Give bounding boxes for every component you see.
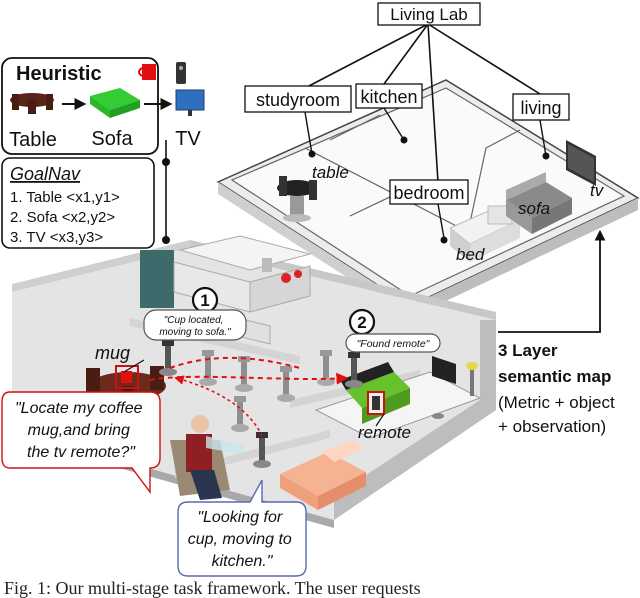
kitchen-box (355, 83, 423, 109)
studyroom-label: studyroom (256, 90, 340, 110)
living-box (512, 93, 570, 121)
bubble-found-remote-text: "Found remote" (357, 338, 431, 350)
bubble-looking-text: "Looking for cup, moving to kitchen." (188, 509, 297, 570)
heuristic-table-icon (10, 93, 54, 114)
studyroom-box (244, 85, 352, 113)
living-lab-label: Living Lab (390, 5, 468, 24)
upper-sofa-label: sofa (518, 199, 550, 218)
living-lab-tree (304, 23, 550, 244)
bubble-looking (177, 479, 307, 577)
heuristic-mug-icon (138, 64, 156, 80)
bubble-cup-located (143, 309, 247, 341)
bubble-user-request-text: "Locate my coffee mug,and bring the tv r… (15, 400, 147, 461)
heuristic-label-table: Table (9, 129, 57, 151)
goalnav-item-3: 3. TV <x3,y3> (10, 229, 103, 246)
step-1-number: 1 (200, 291, 209, 310)
upper-sofa-icon (506, 172, 572, 234)
map-legend-arrow (498, 229, 606, 333)
figure-caption: Fig. 1: Our multi-stage task framework. … (4, 578, 421, 598)
goalnav-item-2: 2. Sofa <x2,y2> (10, 209, 115, 226)
lower-bed (280, 440, 366, 510)
trajectory-to-remote (149, 372, 349, 385)
trajectory-to-mug (169, 356, 301, 369)
goalnav-item-1: 1. Table <x1,y1> (10, 189, 120, 206)
robot-trail (159, 340, 363, 468)
map-legend-desc: (Metric + object + observation) (498, 393, 619, 436)
goalnav-panel (1, 157, 155, 249)
living-lab-box (377, 2, 481, 26)
goalnav-title: GoalNav (10, 164, 81, 184)
heuristic-label-tv: TV (175, 128, 201, 150)
heuristic-tv-icon (175, 89, 205, 116)
living-tv (432, 356, 478, 419)
bedroom-box (389, 179, 469, 205)
heuristic-sofa-icon (90, 88, 140, 118)
upper-table-label: table (312, 163, 349, 182)
remote-label: remote (358, 423, 411, 442)
step-2-number: 2 (357, 313, 366, 332)
upper-bed-label: bed (456, 245, 485, 264)
heuristic-label-sofa: Sofa (91, 128, 133, 150)
bubble-cup-located-text: "Cup located, moving to sofa." (159, 315, 231, 338)
mug-highlight-box (115, 365, 139, 389)
remote-icon (372, 396, 380, 410)
map-legend-title: 3 Layer semantic map (498, 341, 611, 386)
heuristic-title: Heuristic (16, 63, 102, 85)
kitchen-label: kitchen (360, 87, 417, 107)
framework-diagram: table bed sofa tv Living Lab stud (1, 2, 640, 577)
upper-table-icon (277, 176, 317, 222)
mug-label: mug (95, 343, 130, 363)
user-figure (170, 415, 246, 500)
upper-tv-label: tv (590, 181, 605, 200)
trajectory-to-kitchen (174, 375, 263, 437)
bedroom-label: bedroom (393, 183, 464, 203)
mug-icon (121, 371, 132, 383)
heuristic-remote-icon (176, 62, 186, 84)
upper-tv-icon (566, 140, 596, 186)
bubble-found-remote (345, 333, 441, 353)
living-label: living (520, 98, 561, 118)
bubble-user-request (1, 391, 161, 495)
